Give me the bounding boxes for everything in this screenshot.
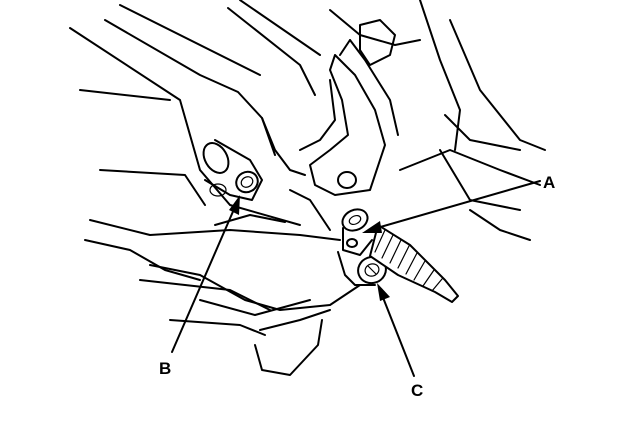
tapered-probe	[369, 224, 459, 303]
callout-b-arrowhead	[229, 195, 240, 215]
shaft-b	[202, 139, 263, 201]
sensor-a	[341, 208, 373, 256]
housing-casting	[69, 0, 546, 376]
callout-c: C	[377, 283, 423, 400]
callout-c-arrowhead	[377, 283, 390, 301]
sensor-c	[337, 251, 387, 286]
callout-a-arrowhead	[362, 221, 382, 233]
callout-b: B	[159, 195, 240, 378]
callout-b-label: B	[159, 359, 171, 378]
upper-bracket	[309, 19, 399, 196]
callout-a-label: A	[543, 173, 555, 192]
callout-c-label: C	[411, 381, 423, 400]
callout-a: A	[362, 173, 555, 233]
